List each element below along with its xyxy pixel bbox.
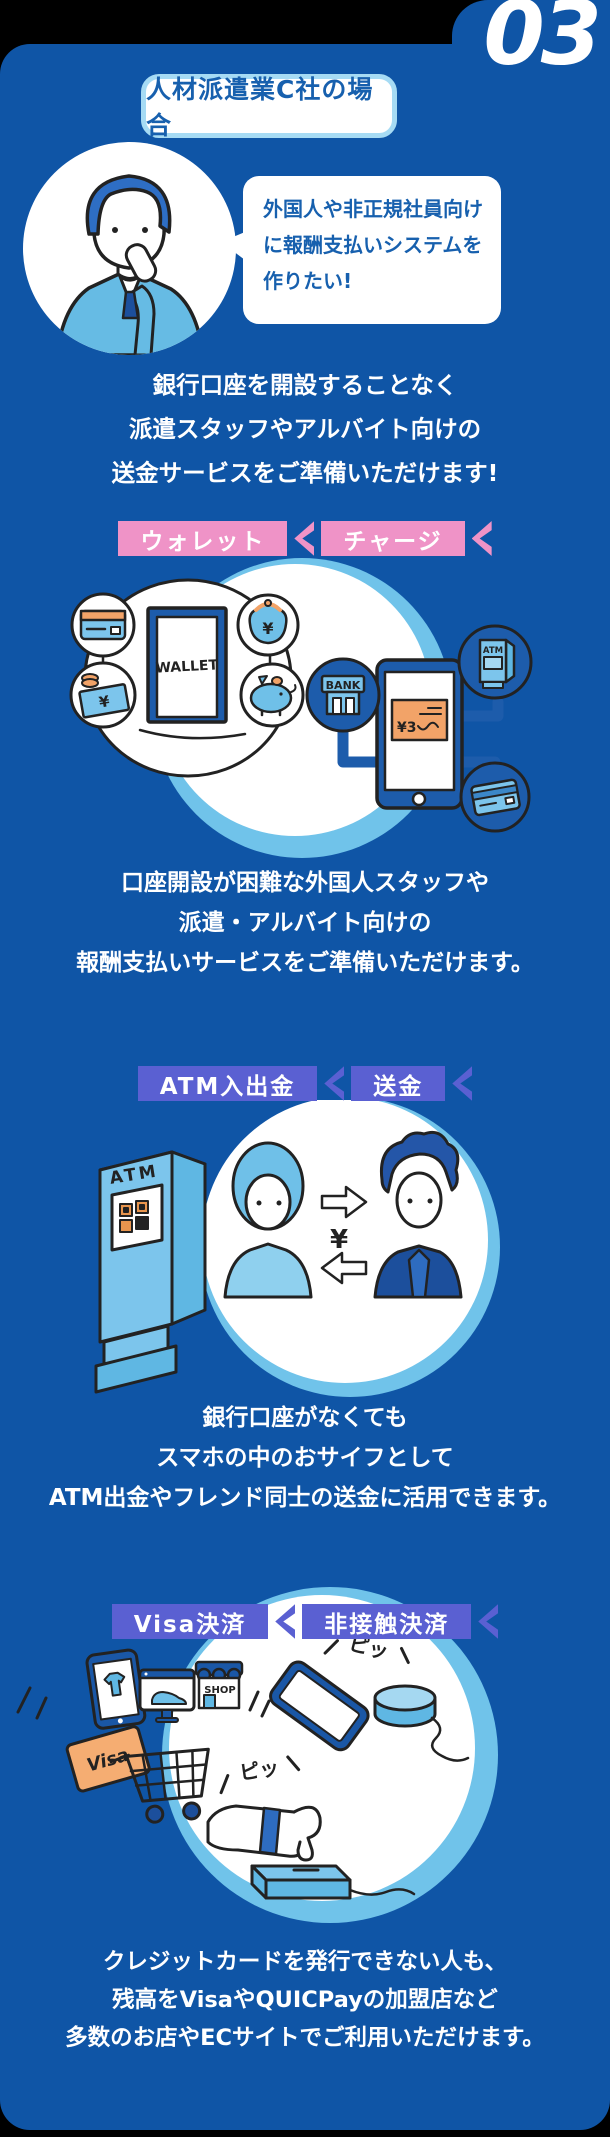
description-line: ATM出金やフレンド同士の送金に活用できます。: [48, 1485, 562, 1511]
thinking-person-icon: [55, 174, 205, 355]
yen-icon: ¥: [330, 1225, 348, 1255]
credit-card-icon: [70, 592, 136, 658]
payment-illustration: SHOP ピッ Visa: [16, 1587, 498, 1923]
section-description: 口座開設が困難な外国人スタッフや 派遣・アルバイト向けの 報酬支払いサービスをご…: [0, 863, 610, 983]
chevron-left-icon: [471, 521, 492, 556]
chevron-left-icon: [452, 1066, 473, 1101]
tag-row-wallet: ウォレット チャージ: [0, 521, 610, 556]
intro-text-line: 送金サービスをご準備いただけます!: [111, 459, 499, 487]
contactless-phone-icon: [269, 1660, 370, 1752]
section-description: 銀行口座がなくても スマホの中のおサイフとして ATM出金やフレンド同士の送金に…: [0, 1398, 610, 1518]
svg-text:¥3: ¥3: [397, 720, 416, 736]
speech-bubble: 外国人や非正規社員向け に報酬支払いシステムを 作りたい!: [221, 176, 501, 324]
bank-icon: BANK: [305, 657, 381, 733]
tag-row-visa: Visa決済 非接触決済: [0, 1604, 610, 1639]
cash-icon: ¥: [69, 661, 137, 729]
intro-text-line: 銀行口座を開設することなく: [152, 371, 458, 399]
svg-text:SHOP: SHOP: [204, 1685, 235, 1696]
wallet-illustration: WALLET ¥: [69, 558, 533, 858]
monitor-shopping-icon: [138, 1668, 196, 1723]
intro-text: 銀行口座を開設することなく 派遣スタッフやアルバイト向けの 送金サービスをご準備…: [0, 363, 610, 495]
shop-icon: SHOP: [194, 1660, 244, 1710]
intro-text-line: 派遣スタッフやアルバイト向けの: [128, 415, 482, 443]
speech-line: 作りたい!: [263, 269, 353, 293]
description-line: 報酬支払いサービスをご準備いただけます。: [76, 950, 534, 976]
description-line: 口座開設が困難な外国人スタッフや: [121, 870, 489, 896]
transfer-arrows-icon: ¥: [320, 1185, 368, 1285]
atm-illustration: ATM: [94, 1100, 500, 1397]
case-number-tab: [452, 0, 610, 100]
feature-tag: ウォレット: [118, 521, 288, 556]
tag-row-atm: ATM入出金 送金: [0, 1066, 610, 1101]
coin-purse-icon: ¥: [236, 593, 300, 657]
description-line: 多数のお店やECサイトでご利用いただけます。: [65, 2025, 545, 2051]
atm-machine-icon: ATM: [94, 1150, 207, 1394]
feature-tag: Visa決済: [111, 1604, 269, 1639]
chevron-left-icon: [294, 521, 315, 556]
beep-icon: ピッ: [219, 1755, 301, 1795]
phone-shopping-icon: [85, 1648, 147, 1730]
visa-card-icon: Visa: [65, 1725, 151, 1793]
woman-icon: [223, 1141, 313, 1299]
description-line: 派遣・アルバイト向けの: [178, 910, 432, 936]
feature-tag: チャージ: [321, 521, 465, 556]
reader-terminal-icon: [373, 1684, 470, 1762]
case-badge-label: 人材派遣業C社の場合: [146, 75, 374, 140]
piggy-bank-icon: [239, 662, 305, 728]
atm-icon: ATM: [457, 624, 533, 700]
speech-line: に報酬支払いシステムを: [263, 233, 483, 257]
svg-text:¥: ¥: [98, 692, 112, 712]
card-icon: [459, 761, 531, 833]
illustration-disc: [169, 1595, 475, 1901]
feature-tag: ATM入出金: [137, 1066, 318, 1101]
consultant-avatar: [23, 142, 236, 355]
svg-text:BANK: BANK: [326, 679, 361, 692]
chevron-left-icon: [324, 1066, 345, 1101]
cart-icon: [109, 1747, 210, 1824]
description-line: 残高をVisaやQUICPayの加盟店など: [112, 1987, 498, 2013]
hand-terminal-icon: [206, 1804, 416, 1900]
feature-tag: 送金: [351, 1066, 446, 1101]
wallet-door-icon: WALLET: [138, 606, 247, 740]
svg-text:WALLET: WALLET: [155, 657, 219, 676]
speech-line: 外国人や非正規社員向け: [263, 197, 483, 221]
section-description: クレジットカードを発行できない人も、 残高をVisaやQUICPayの加盟店など…: [0, 1943, 610, 2057]
description-line: 銀行口座がなくても: [202, 1405, 408, 1431]
svg-text:ピッ: ピッ: [238, 1755, 281, 1784]
chevron-left-icon: [275, 1604, 296, 1639]
smartphone-icon: ¥3: [375, 658, 464, 810]
chevron-left-icon: [478, 1604, 499, 1639]
svg-text:ATM: ATM: [483, 646, 503, 656]
case-badge: 人材派遣業C社の場合: [141, 74, 397, 140]
case-number: 03: [483, 0, 602, 85]
man-icon: [373, 1130, 463, 1299]
feature-tag: 非接触決済: [302, 1604, 472, 1639]
description-line: クレジットカードを発行できない人も、: [102, 1949, 508, 1975]
svg-text:¥: ¥: [262, 619, 273, 638]
description-line: スマホの中のおサイフとして: [156, 1445, 454, 1471]
